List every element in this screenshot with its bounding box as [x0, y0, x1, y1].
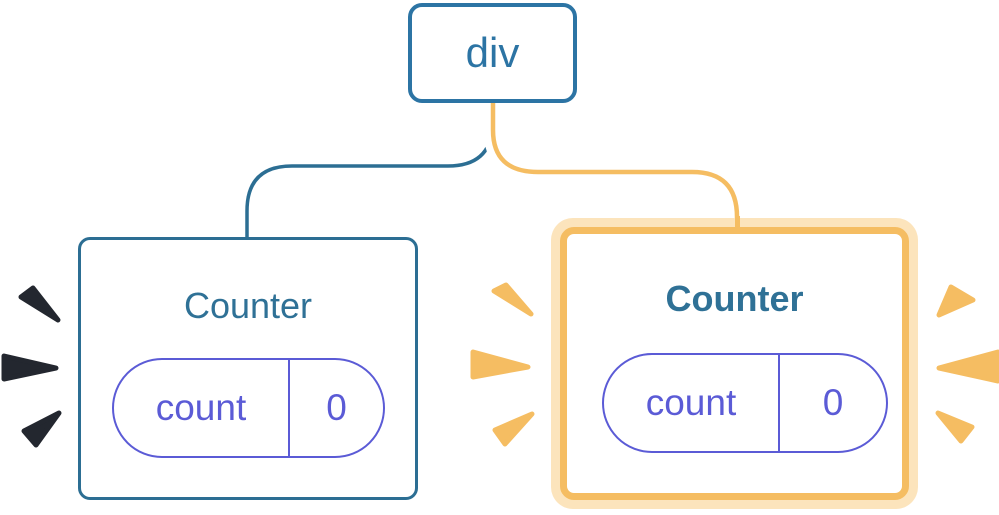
- state-key-label: count: [604, 355, 780, 451]
- counter-node-left: Counter count 0: [78, 237, 418, 500]
- state-value: 0: [326, 387, 347, 428]
- spark-icon: [470, 349, 531, 380]
- spark-burst-right-counter-right: [935, 284, 999, 444]
- counter-node-right: Counter count 0: [560, 227, 909, 500]
- edge-root-to-right-counter: [490, 95, 740, 232]
- edge-root-to-right-counter-casing: [483, 95, 747, 222]
- spark-icon: [1, 353, 59, 382]
- spark-burst-right-counter-left: [470, 282, 535, 447]
- counter-title: Counter: [665, 278, 804, 319]
- edge-entry-stub: [735, 216, 740, 229]
- state-key-label: count: [114, 360, 290, 456]
- spark-burst-left-counter: [1, 285, 62, 448]
- spark-icon: [936, 349, 999, 384]
- spark-icon: [935, 410, 975, 444]
- spark-icon: [21, 410, 62, 448]
- counter-node-right-highlight-ring: Counter count 0: [551, 218, 918, 509]
- edge-root-to-left-counter: [245, 98, 495, 242]
- state-pill: count 0: [112, 358, 385, 458]
- state-pill: count 0: [602, 353, 888, 453]
- spark-icon: [936, 284, 976, 318]
- spark-icon: [491, 282, 534, 317]
- tree-root-node: div: [408, 3, 577, 103]
- state-value: 0: [822, 382, 844, 423]
- counter-title: Counter: [183, 285, 313, 326]
- spark-icon: [18, 285, 61, 323]
- spark-icon: [492, 411, 535, 447]
